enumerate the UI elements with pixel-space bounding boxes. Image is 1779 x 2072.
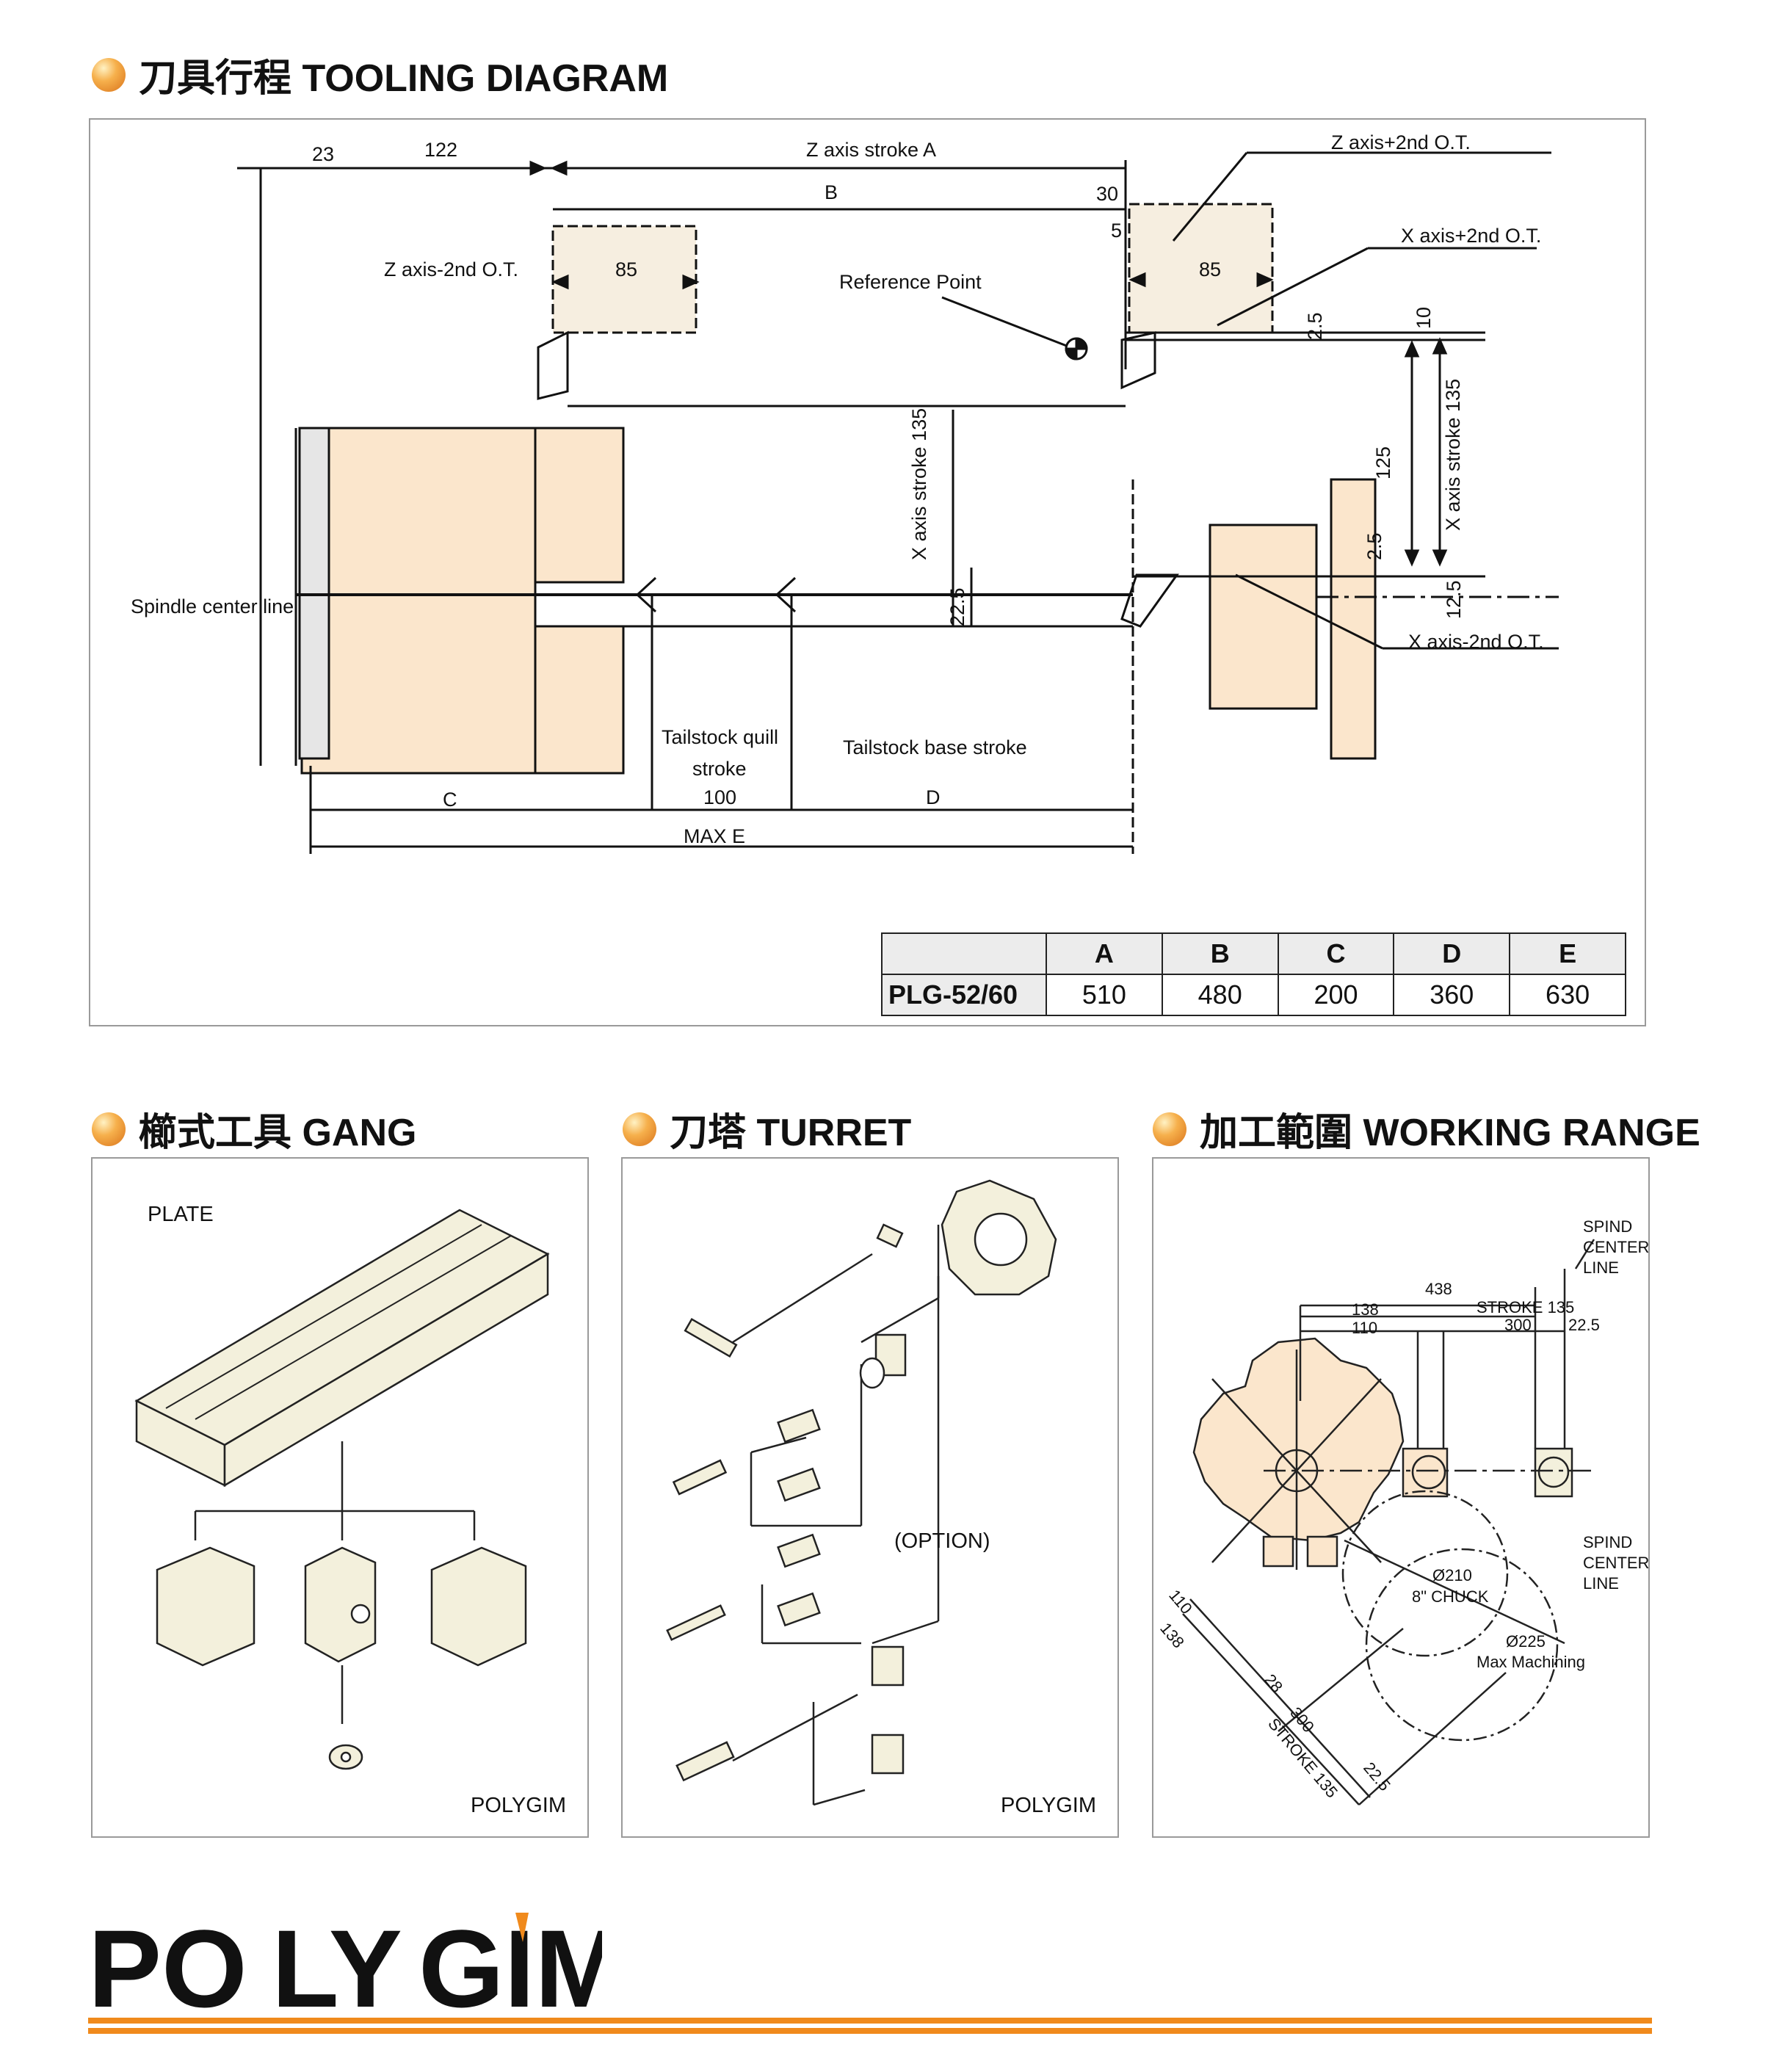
logo-text-po: PO bbox=[88, 1913, 247, 2015]
spind-mid-1: SPIND bbox=[1583, 1533, 1632, 1551]
footer-stripe-bottom bbox=[88, 2028, 1652, 2034]
table-header-cell: A bbox=[1046, 932, 1163, 975]
table-header-cell bbox=[881, 932, 1047, 975]
reference-point-label: Reference Point bbox=[839, 271, 982, 293]
dim-23: 23 bbox=[312, 143, 334, 165]
wr-dim-22-5: 22.5 bbox=[1568, 1316, 1600, 1334]
dimension-table: A B C D E PLG-52/60 510 480 200 360 630 bbox=[881, 932, 1626, 1016]
tooling-diagram: 23 122 Z axis stroke A Z axis+2nd O.T. B… bbox=[131, 131, 1559, 854]
turret-panel: (OPTION) POLYGIM bbox=[621, 1157, 1119, 1838]
table-header-cell: E bbox=[1509, 932, 1626, 975]
table-row: PLG-52/60 510 480 200 360 630 bbox=[881, 974, 1626, 1016]
logo-text-ly: LY bbox=[272, 1913, 402, 2015]
polygim-logo: PO LY GIM bbox=[88, 1913, 602, 2015]
table-header-cell: C bbox=[1277, 932, 1395, 975]
bullet-icon bbox=[92, 57, 126, 92]
logo-accent-mark bbox=[515, 1913, 529, 1942]
wr-chuck: 8" CHUCK bbox=[1412, 1587, 1489, 1606]
z-plus-ot-label: Z axis+2nd O.T. bbox=[1331, 131, 1471, 153]
turret-title: 刀塔 TURRET bbox=[670, 1112, 912, 1154]
wr-dim-138: 138 bbox=[1352, 1300, 1379, 1319]
wr-b-138: 138 bbox=[1156, 1619, 1188, 1651]
turret-brand-label: POLYGIM bbox=[1001, 1794, 1096, 1817]
gang-illustration bbox=[134, 1209, 550, 1770]
working-range-heading: 加工範圍 WORKING RANGE bbox=[1153, 1101, 1700, 1156]
dim-10: 10 bbox=[1413, 307, 1435, 329]
wr-dim-438: 438 bbox=[1425, 1280, 1452, 1298]
z-minus-ot-label: Z axis-2nd O.T. bbox=[384, 258, 518, 280]
table-cell: 630 bbox=[1509, 974, 1626, 1016]
tailstock-base-label: Tailstock base stroke bbox=[843, 736, 1027, 758]
x-minus-ot-label: X axis-2nd O.T. bbox=[1408, 631, 1544, 653]
spind-mid-2: CENTER bbox=[1583, 1554, 1648, 1572]
bullet-icon bbox=[1153, 1112, 1186, 1146]
bullet-icon bbox=[92, 1112, 126, 1146]
wr-b-28: 28 bbox=[1261, 1670, 1286, 1696]
wr-dim-300: 300 bbox=[1504, 1316, 1532, 1334]
dim-100: 100 bbox=[703, 786, 736, 808]
dim-5: 5 bbox=[1111, 220, 1122, 242]
spindle-center-label: Spindle center line bbox=[131, 595, 294, 617]
dim-125: 125 bbox=[1372, 446, 1394, 479]
z-stroke-a-label: Z axis stroke A bbox=[806, 139, 936, 161]
dim-d: D bbox=[926, 786, 941, 808]
spind-mid-3: LINE bbox=[1583, 1574, 1619, 1593]
table-header-row: A B C D E bbox=[881, 932, 1626, 975]
gang-heading: 櫛式工具 GANG bbox=[92, 1101, 416, 1156]
working-range-title: 加工範圍 WORKING RANGE bbox=[1200, 1112, 1700, 1154]
wr-max-machining: Max Machining bbox=[1477, 1653, 1585, 1671]
dim-b: B bbox=[825, 181, 838, 203]
tailstock-quill-label-2: stroke bbox=[692, 758, 747, 780]
spind-top-3: LINE bbox=[1583, 1258, 1619, 1277]
dim-2-5-top: 2.5 bbox=[1304, 312, 1326, 340]
dim-c: C bbox=[443, 789, 457, 811]
tooling-title: 刀具行程 TOOLING DIAGRAM bbox=[139, 57, 669, 100]
x-stroke-135-right: X axis stroke 135 bbox=[1442, 379, 1464, 531]
table-cell: 480 bbox=[1161, 974, 1279, 1016]
dim-85-left: 85 bbox=[615, 258, 637, 280]
tailstock-quill-label-1: Tailstock quill bbox=[662, 726, 778, 748]
tooling-heading: 刀具行程 TOOLING DIAGRAM bbox=[92, 47, 668, 102]
dim-2-5-mid: 2.5 bbox=[1363, 532, 1385, 560]
dim-30: 30 bbox=[1096, 183, 1118, 205]
turret-option-label: (OPTION) bbox=[894, 1529, 990, 1553]
wr-dia-210: Ø210 bbox=[1432, 1566, 1472, 1584]
table-cell: 200 bbox=[1277, 974, 1395, 1016]
wr-b-22-5: 22.5 bbox=[1360, 1758, 1394, 1794]
table-cell: 510 bbox=[1046, 974, 1163, 1016]
table-header-cell: D bbox=[1393, 932, 1511, 975]
working-range-diagram: SPIND CENTER LINE 438 138 STROKE 135 110… bbox=[1156, 1217, 1648, 1805]
x-plus-ot-label: X axis+2nd O.T. bbox=[1401, 225, 1541, 247]
dim-22-5: 22.5 bbox=[946, 587, 968, 626]
gang-brand-label: POLYGIM bbox=[471, 1794, 566, 1817]
gang-panel: PLATE POLYGIM bbox=[91, 1157, 589, 1838]
wr-dim-110: 110 bbox=[1352, 1319, 1377, 1337]
plate-label: PLATE bbox=[148, 1203, 214, 1226]
gang-title: 櫛式工具 GANG bbox=[139, 1112, 417, 1154]
turret-illustration bbox=[666, 1179, 1057, 1806]
x-stroke-135-mid: X axis stroke 135 bbox=[908, 408, 930, 560]
wr-stroke-135: STROKE 135 bbox=[1477, 1298, 1574, 1316]
working-range-panel: SPIND CENTER LINE 438 138 STROKE 135 110… bbox=[1152, 1157, 1650, 1838]
logo-text-gim: GIM bbox=[419, 1913, 602, 2015]
dim-12-5: 12.5 bbox=[1443, 580, 1465, 619]
tooling-panel: 23 122 Z axis stroke A Z axis+2nd O.T. B… bbox=[89, 118, 1646, 1026]
table-cell: 360 bbox=[1393, 974, 1511, 1016]
bullet-icon bbox=[623, 1112, 656, 1146]
wr-b-110: 110 bbox=[1165, 1586, 1196, 1618]
table-cell-model: PLG-52/60 bbox=[881, 974, 1047, 1016]
turret-heading: 刀塔 TURRET bbox=[623, 1101, 911, 1156]
dim-85-right: 85 bbox=[1199, 258, 1221, 280]
wr-dia-225: Ø225 bbox=[1506, 1632, 1546, 1651]
spind-top-1: SPIND bbox=[1583, 1217, 1632, 1236]
dim-max-e: MAX E bbox=[684, 825, 745, 847]
footer-stripe-top bbox=[88, 2018, 1652, 2024]
table-header-cell: B bbox=[1161, 932, 1279, 975]
dim-122: 122 bbox=[424, 139, 457, 161]
spind-top-2: CENTER bbox=[1583, 1238, 1648, 1256]
